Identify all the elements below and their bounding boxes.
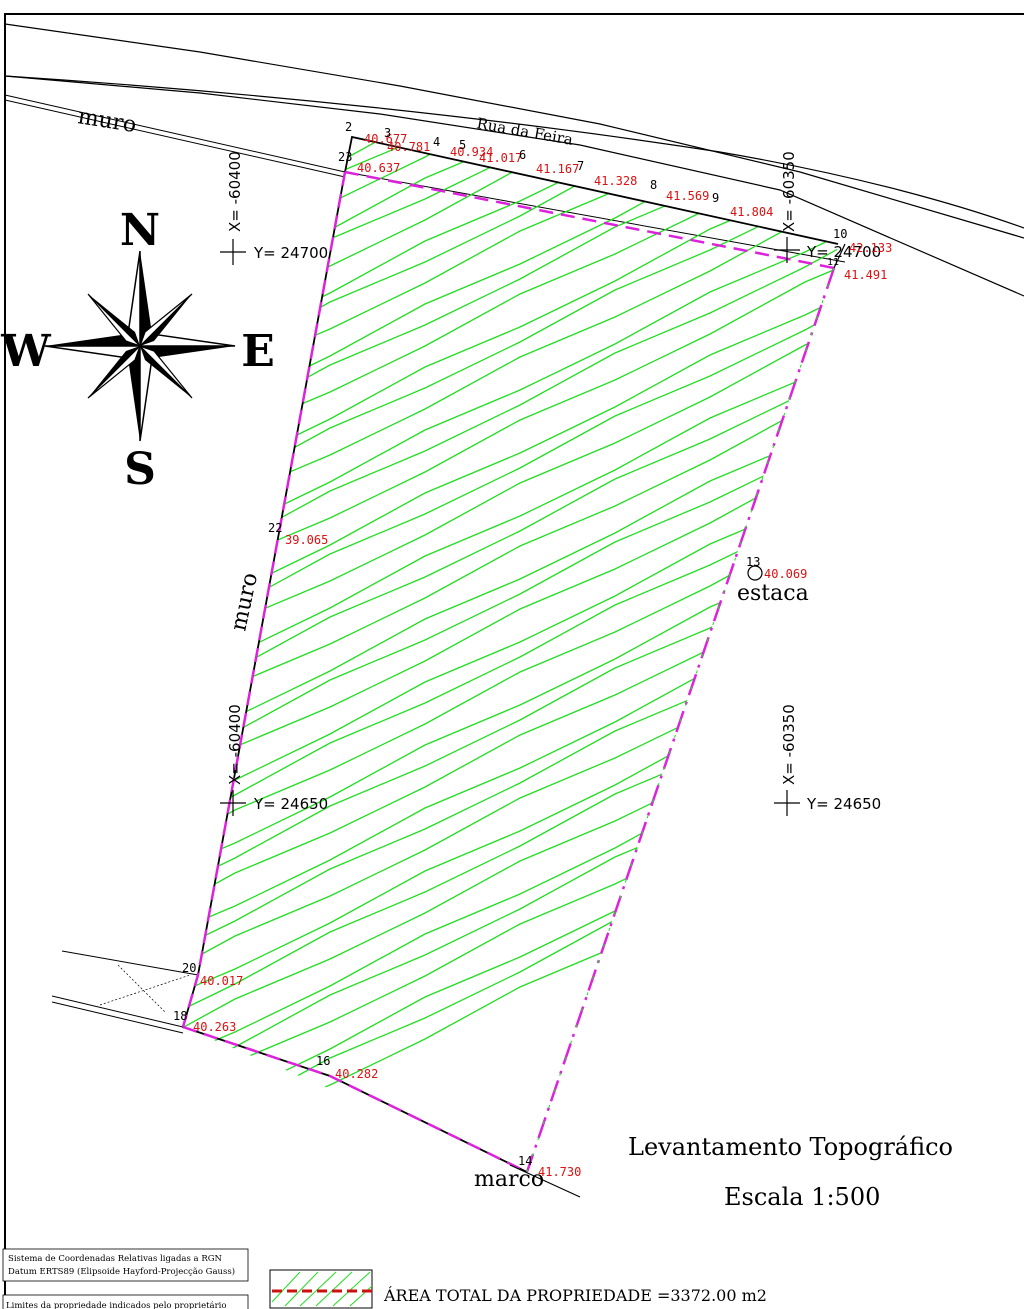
property-limits-box: [2, 1294, 249, 1309]
grid-cross-sw: [220, 790, 246, 816]
point-elevation: 41.730: [538, 1165, 581, 1179]
grid-label-ne-y: Y= 24700: [806, 243, 881, 261]
point-elevation: 40.017: [200, 974, 243, 988]
map-frame: [4, 13, 1024, 1309]
grid-label-sw-y: Y= 24650: [253, 795, 328, 813]
contour-line: [183, 772, 838, 1136]
area-legend-swatch: [269, 1269, 373, 1309]
compass-south: S: [124, 444, 156, 495]
parcel-boundary-west: [181, 135, 839, 1173]
point-number: 23: [338, 150, 352, 164]
wall-top-label: muro: [76, 104, 138, 138]
point-elevation: 41.167: [536, 162, 579, 176]
compass-rose-icon: [44, 250, 236, 442]
area-legend-hatch: [271, 1271, 373, 1307]
point-number: 10: [833, 227, 847, 241]
point-elevation: 40.263: [193, 1020, 236, 1034]
survey-title: Levantamento Topográfico: [628, 1133, 953, 1161]
stake-marker-icon: [747, 565, 763, 581]
boundary-north-dashed: [344, 170, 835, 270]
point-elevation: 40.934: [450, 145, 493, 159]
coordinate-system-line2: Datum ERTS89 (Elipsoide Hayford-Projecçã…: [8, 1266, 235, 1277]
point-number: 16: [316, 1054, 330, 1068]
point-number: 11: [827, 257, 839, 268]
grid-label-se-y: Y= 24650: [806, 795, 881, 813]
point-number: 4: [433, 135, 440, 149]
survey-points: 2 40.677 3 40.781 4 40.934 5 41.017 6 41…: [173, 120, 892, 1179]
grid-label-ne-x: X= -60350: [780, 151, 798, 232]
point-elevation: 41.491: [844, 268, 887, 282]
point-number: 5: [459, 138, 466, 152]
point-elevation: 41.569: [666, 189, 709, 203]
point-number: 8: [650, 178, 657, 192]
point-number: 22: [268, 521, 282, 535]
marker-extension: [509, 1164, 581, 1198]
compass-north: N: [120, 205, 160, 256]
boundary-south-dashed: [182, 1025, 528, 1174]
street-edges: [4, 75, 1024, 229]
point-elevation: 41.328: [594, 174, 637, 188]
point-number: 3: [384, 126, 391, 140]
street-label: Rua da Feira: [475, 114, 574, 149]
survey-scale: Escala 1:500: [724, 1183, 880, 1211]
compass-west: W: [0, 326, 51, 377]
contour-line: [183, 340, 838, 716]
grid-label-nw-y: Y= 24700: [253, 244, 328, 262]
contour-line: [183, 808, 838, 1172]
road-lines: [4, 23, 1024, 297]
point-number: 7: [577, 159, 584, 173]
point-elevation: 40.637: [357, 161, 400, 175]
contour-line: [183, 241, 838, 611]
contour-line: [183, 646, 838, 1010]
point-elevation: 39.065: [285, 533, 328, 547]
grid-cross-ne: [774, 237, 800, 263]
contour-line: [183, 331, 838, 695]
wall-north: [4, 94, 846, 263]
point-number: 20: [182, 961, 196, 975]
boundary-west-dashed: [181, 171, 347, 1028]
point-elevation: 40.069: [764, 567, 807, 581]
grid-label-se-x: X= -60350: [780, 704, 798, 785]
contour-line: [183, 304, 838, 674]
point-number: 13: [746, 555, 760, 569]
grid-label-sw-x: X= -60400: [226, 704, 244, 785]
coordinate-system-box: [2, 1248, 249, 1282]
point-number: 9: [712, 191, 719, 205]
property-limits-note: Limites da propriedade indicados pelo pr…: [6, 1300, 227, 1309]
total-area-label: ÁREA TOTAL DA PROPRIEDADE =3372.00 m2: [383, 1285, 767, 1305]
ne-corner: [833, 243, 846, 269]
point-elevation: 41.804: [730, 205, 773, 219]
stake-label: estaca: [737, 581, 809, 606]
grid-label-nw-x: X= -60400: [226, 151, 244, 232]
point-number: 2: [345, 120, 352, 134]
point-number: 18: [173, 1009, 187, 1023]
point-elevation: 40.677: [364, 132, 407, 146]
contour-line: [183, 367, 838, 737]
point-elevation: 40.781: [387, 140, 430, 154]
point-elevation: 41.017: [479, 151, 522, 165]
contour-line: [183, 781, 838, 1157]
point-elevation: 40.282: [335, 1067, 378, 1081]
coordinate-system-line1: Sistema de Coordenadas Relativas ligadas…: [8, 1254, 223, 1264]
wall-side-label: muro: [226, 571, 263, 634]
grid-cross-se: [774, 790, 800, 816]
point-elevation: 42.133: [849, 241, 892, 255]
sw-access: [51, 950, 199, 1034]
grid-cross-nw: [220, 239, 246, 265]
boundary-east-green: [526, 267, 835, 1173]
marker-label: marco: [474, 1167, 544, 1192]
point-number: 14: [518, 1154, 532, 1168]
point-number: 6: [519, 148, 526, 162]
compass-east: E: [241, 326, 275, 377]
